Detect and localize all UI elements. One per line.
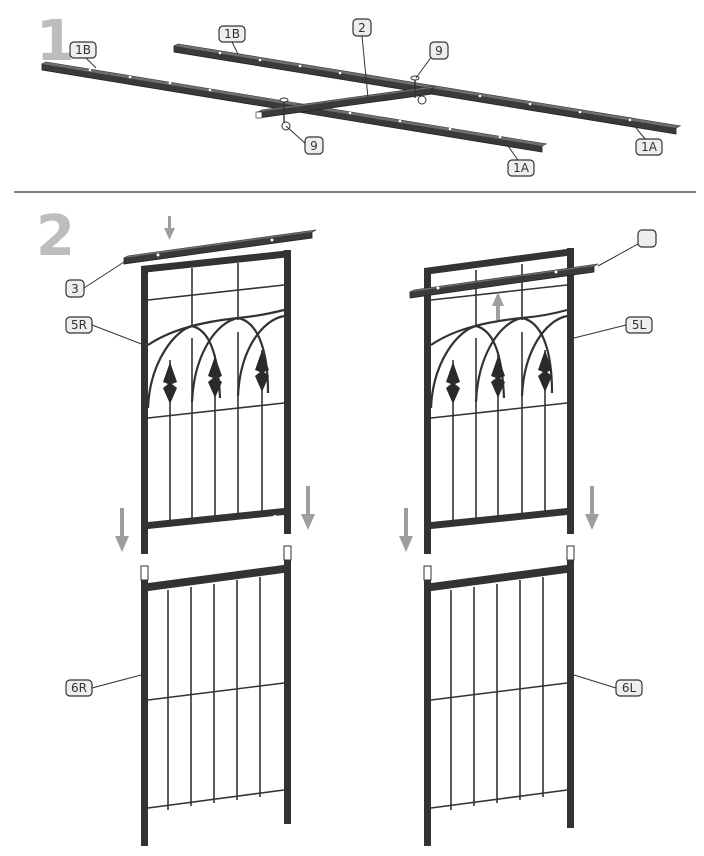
tag-5r: 5R [65,316,93,334]
tag-1a-back: 1A [635,138,663,156]
svg-text:1B: 1B [75,43,91,57]
svg-text:1A: 1A [641,140,658,154]
tag-9-bottom: 9 [304,136,324,155]
arrow-down-left-post-5l [399,508,413,552]
tag-1a-front: 1A [507,159,535,177]
svg-text:5R: 5R [71,318,87,332]
svg-text:6L: 6L [622,681,637,695]
panel-6l [423,545,575,846]
tag-1b-right: 1B [218,25,246,43]
svg-text:2: 2 [358,21,366,35]
svg-text:3: 3 [71,282,79,296]
cross-bar-2 [255,85,437,119]
panel-6r [140,545,292,846]
arrow-down-top-bar-3 [164,216,175,240]
panel-5r [141,250,291,554]
top-bar-right [409,263,599,299]
tag-9-top: 9 [429,41,449,60]
step-2-number: 2 [36,204,75,269]
svg-text:1B: 1B [224,27,240,41]
tag-blank [637,229,657,248]
arrow-down-right-post-5l [585,486,599,530]
bolt-9-bottom [279,97,291,131]
tag-6l: 6L [615,679,643,697]
tag-6r: 6R [65,679,93,697]
panel-5l [424,248,574,554]
svg-text:1A: 1A [513,161,530,175]
arrow-down-right-post-5r [301,486,315,530]
svg-text:9: 9 [435,44,443,58]
top-bar-3 [123,229,317,265]
tag-1b-left: 1B [69,41,97,59]
tag-3: 3 [65,279,85,298]
svg-text:9: 9 [310,139,318,153]
arrow-down-left-post-5r [115,508,129,552]
arrow-up-top-bar-right [492,292,504,320]
tag-2: 2 [352,18,372,37]
svg-text:5L: 5L [632,318,647,332]
tag-5l: 5L [625,316,653,334]
svg-text:6R: 6R [71,681,87,695]
